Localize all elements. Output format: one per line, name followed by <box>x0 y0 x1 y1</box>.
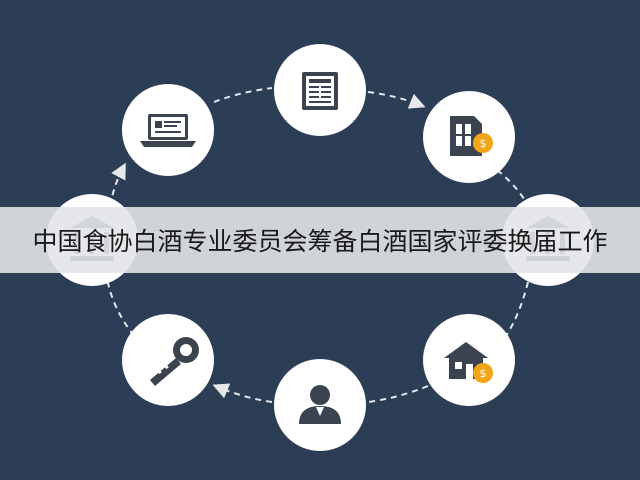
node-bottom <box>274 359 366 451</box>
node-bottom-left <box>122 314 214 406</box>
arc-bottom-to-bottomleft <box>212 383 273 403</box>
document-icon <box>302 72 338 110</box>
title-banner: 中国食协白酒专业委员会筹备白酒国家评委换届工作 <box>0 207 640 273</box>
key-icon <box>150 337 199 386</box>
sim-card-coin-icon: $ <box>450 116 493 156</box>
node-top-right: $ <box>423 91 515 183</box>
house-coin-icon: $ <box>444 342 493 383</box>
user-icon <box>299 385 341 424</box>
arc-top-to-topright <box>367 91 426 109</box>
arc-right-to-bottomright <box>505 281 529 337</box>
banner-title: 中国食协白酒专业委员会筹备白酒国家评委换届工作 <box>32 227 608 256</box>
svg-text:$: $ <box>480 137 487 150</box>
node-top-left <box>122 84 214 176</box>
node-top <box>274 44 366 136</box>
laptop-icon <box>140 114 196 147</box>
arc-bottomleft-to-left <box>107 282 135 337</box>
arc-bottomright-to-bottom <box>367 385 429 403</box>
node-bottom-right: $ <box>423 314 515 406</box>
arc-topright-to-right <box>496 169 533 215</box>
arc-topleft-to-top <box>213 87 273 103</box>
svg-text:$: $ <box>480 367 487 380</box>
connector-arcs <box>107 87 533 403</box>
